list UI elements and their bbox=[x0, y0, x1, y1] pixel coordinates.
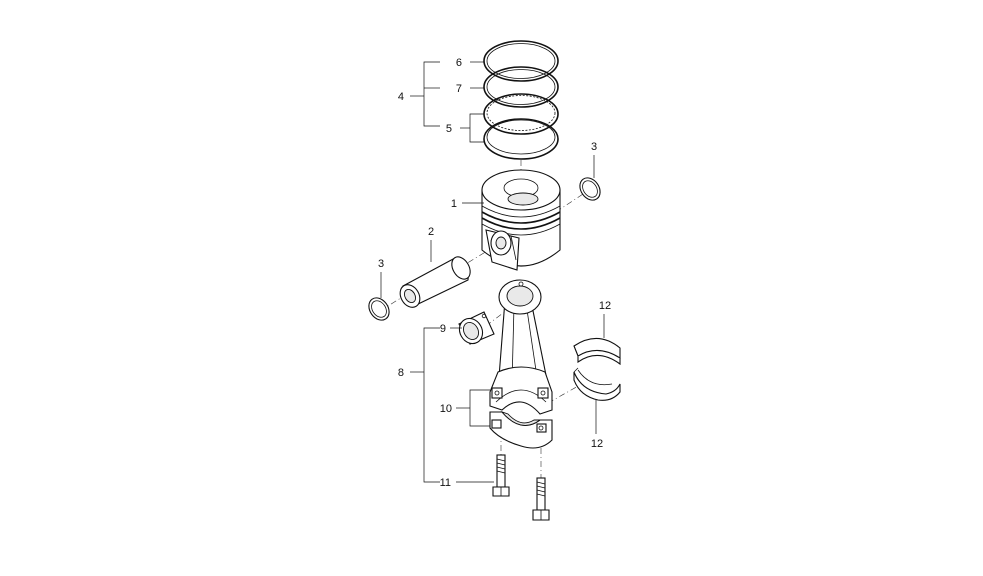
label-bearing-upper: 12 bbox=[599, 300, 611, 312]
label-circlip-right: 3 bbox=[591, 141, 597, 153]
circlip-right bbox=[579, 177, 601, 201]
label-rod-cap: 10 bbox=[440, 403, 452, 415]
label-bearing-lower: 12 bbox=[591, 438, 603, 450]
top-ring bbox=[483, 40, 559, 82]
label-rod-bolt: 11 bbox=[440, 477, 451, 489]
label-second-ring: 7 bbox=[456, 83, 462, 95]
second-ring bbox=[483, 66, 559, 108]
label-ring-set: 4 bbox=[398, 91, 404, 103]
label-small-end-bushing: 9 bbox=[440, 323, 446, 335]
oil-ring-expander bbox=[483, 93, 559, 135]
label-top-ring: 6 bbox=[456, 57, 462, 69]
piston bbox=[481, 169, 561, 271]
connecting-rod bbox=[489, 279, 553, 415]
callout-labels: 6 7 5 4 1 3 2 3 9 8 10 11 12 12 bbox=[378, 57, 611, 489]
label-piston: 1 bbox=[451, 198, 457, 210]
label-connecting-rod: 8 bbox=[398, 367, 404, 379]
bearing-shell-lower bbox=[573, 367, 621, 401]
callout-leaders bbox=[380, 61, 605, 483]
rod-bolt-left bbox=[492, 454, 510, 497]
circlip-left bbox=[368, 297, 390, 321]
label-piston-pin: 2 bbox=[428, 226, 434, 238]
label-oil-ring: 5 bbox=[446, 123, 452, 135]
rod-cap bbox=[489, 411, 553, 449]
label-circlip-left: 3 bbox=[378, 258, 384, 270]
oil-ring bbox=[483, 118, 559, 160]
bearing-shell-upper bbox=[573, 337, 621, 366]
small-end-bushing bbox=[458, 311, 495, 345]
rod-bolt-right bbox=[532, 477, 550, 521]
piston-pin bbox=[399, 256, 471, 308]
